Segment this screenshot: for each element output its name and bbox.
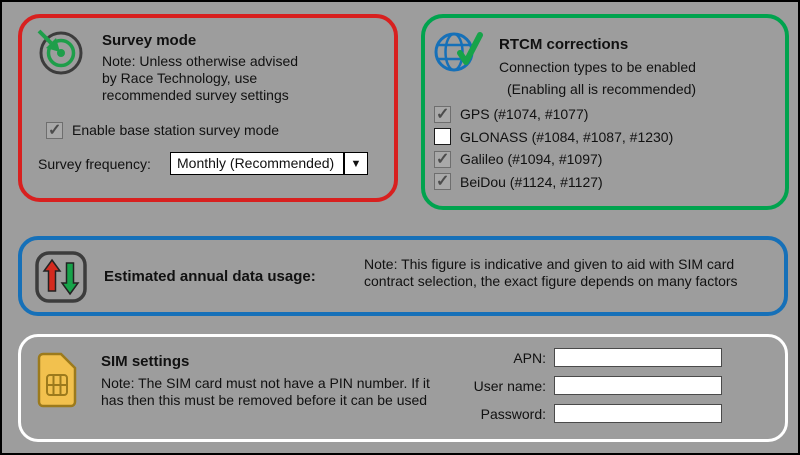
- enable-survey-checkbox-label: Enable base station survey mode: [72, 122, 280, 138]
- galileo-label: Galileo (#1094, #1097): [460, 151, 603, 167]
- chevron-down-icon: ▼: [350, 157, 362, 170]
- globe-check-icon: [433, 26, 483, 76]
- rtcm-subtitle-1: Connection types to be enabled: [499, 59, 696, 75]
- gps-label: GPS (#1074, #1077): [460, 106, 589, 122]
- glonass-checkbox[interactable]: [434, 128, 451, 145]
- survey-target-icon: [36, 28, 84, 76]
- enable-survey-checkbox-row[interactable]: Enable base station survey mode: [46, 120, 280, 140]
- sim-settings-title: SIM settings: [101, 353, 190, 370]
- username-label: User name:: [473, 377, 546, 394]
- beidou-checkbox[interactable]: [434, 171, 451, 191]
- sim-settings-note: Note: The SIM card must not have a PIN n…: [101, 375, 430, 408]
- rtcm-option-galileo[interactable]: Galileo (#1094, #1097): [434, 148, 673, 170]
- data-usage-note: Note: This figure is indicative and give…: [364, 256, 738, 289]
- survey-frequency-label: Survey frequency:: [38, 156, 151, 172]
- data-transfer-arrows-icon: [34, 250, 88, 304]
- username-input[interactable]: [554, 376, 722, 395]
- username-row: User name:: [456, 376, 722, 395]
- glonass-label: GLONASS (#1084, #1087, #1230): [460, 128, 674, 145]
- rtcm-subtitle-2: (Enabling all is recommended): [507, 81, 697, 97]
- rtcm-corrections-panel: RTCM corrections Connection types to be …: [421, 14, 789, 210]
- rtcm-options-list: GPS (#1074, #1077) GLONASS (#1084, #1087…: [434, 103, 673, 193]
- sim-settings-panel: SIM settings Note: The SIM card must not…: [18, 334, 788, 442]
- survey-mode-note: Note: Unless otherwise advised by Race T…: [102, 53, 299, 103]
- gps-checkbox[interactable]: [434, 104, 451, 124]
- beidou-label: BeiDou (#1124, #1127): [460, 173, 603, 190]
- galileo-checkbox[interactable]: [434, 149, 451, 169]
- rtcm-title: RTCM corrections: [499, 36, 629, 53]
- rtcm-option-beidou[interactable]: BeiDou (#1124, #1127): [434, 171, 673, 193]
- apn-label: APN:: [513, 349, 546, 366]
- apn-row: APN:: [456, 348, 722, 367]
- rtcm-option-gps[interactable]: GPS (#1074, #1077): [434, 103, 673, 125]
- survey-mode-panel: Survey mode Note: Unless otherwise advis…: [18, 14, 398, 202]
- apn-input[interactable]: [554, 348, 722, 367]
- sim-card-icon: [35, 351, 79, 409]
- survey-frequency-dropdown-button[interactable]: ▼: [344, 152, 368, 175]
- enable-survey-checkbox[interactable]: [46, 120, 63, 140]
- survey-frequency-dropdown[interactable]: Monthly (Recommended): [170, 152, 344, 175]
- data-usage-panel: Estimated annual data usage: Note: This …: [18, 236, 788, 316]
- password-label: Password:: [480, 405, 546, 422]
- password-row: Password:: [456, 404, 722, 423]
- survey-mode-title: Survey mode: [102, 32, 197, 49]
- data-usage-title: Estimated annual data usage:: [104, 268, 316, 285]
- password-input[interactable]: [554, 404, 722, 423]
- rtcm-option-glonass[interactable]: GLONASS (#1084, #1087, #1230): [434, 126, 673, 148]
